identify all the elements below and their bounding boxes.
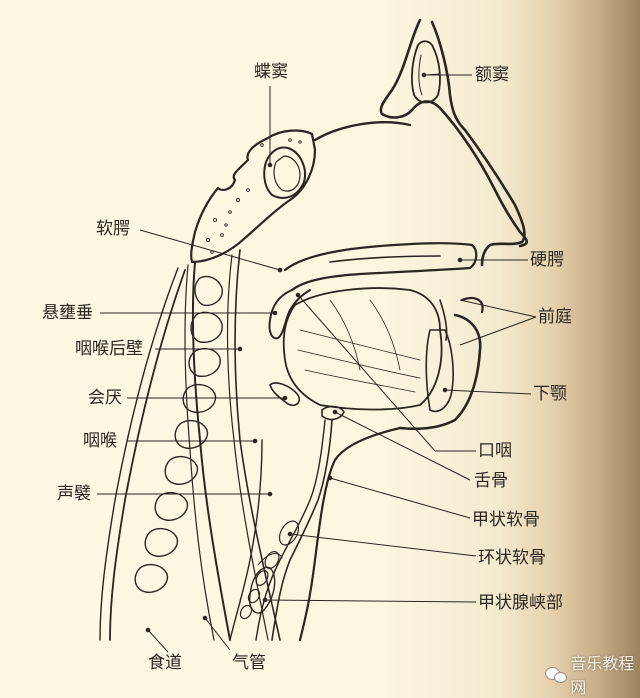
label-thyroid-cartilage: 甲状软骨: [472, 510, 540, 530]
tongue-outline: [282, 287, 443, 411]
thyroid-gland: [248, 566, 276, 614]
label-thyroid-isthmus: 甲状腺峡部: [478, 593, 563, 613]
label-uvula: 悬壅垂: [42, 303, 93, 323]
spine-outline: [109, 269, 186, 641]
hard-palate-outline: [283, 242, 478, 292]
sphenoid-bone: [190, 129, 317, 264]
wechat-icon: [545, 666, 567, 683]
label-frontal-sinus: 额窦: [475, 65, 509, 85]
label-trachea: 气管: [232, 653, 266, 673]
label-sphenoid-sinus: 蝶窦: [254, 62, 288, 82]
pharynx-posterior-wall: [191, 261, 231, 641]
sphenoid-sinus-cavity: [263, 146, 306, 199]
vertebrae: [134, 275, 223, 593]
lower-lip-jaw: [398, 313, 482, 431]
label-vestibule: 前庭: [538, 307, 572, 327]
label-posterior-pharyngeal-wall: 咽喉后壁: [75, 339, 143, 359]
epiglottis-outline: [269, 382, 301, 407]
label-pharynx: 咽喉: [83, 431, 117, 451]
label-cricoid-cartilage: 环状软骨: [478, 548, 546, 568]
upper-incisors: [439, 299, 448, 341]
label-esophagus: 食道: [148, 653, 182, 673]
label-hard-palate: 硬腭: [530, 250, 564, 270]
soft-palate-uvula: [268, 289, 311, 340]
label-hyoid-bone: 舌骨: [474, 471, 508, 491]
neck-front: [298, 426, 402, 642]
larynx-front: [271, 419, 333, 641]
label-mandible: 下颚: [533, 384, 567, 404]
watermark: 音乐教程网: [545, 654, 640, 697]
trachea-back: [229, 439, 263, 641]
nose-outline: [463, 128, 526, 267]
frontal-sinus-cavity: [411, 40, 441, 104]
label-vocal-folds: 声襞: [57, 484, 91, 504]
label-soft-palate: 软腭: [96, 219, 130, 239]
mandible-bone: [425, 329, 454, 412]
label-epiglottis: 会厌: [88, 388, 122, 408]
hyoid: [321, 405, 345, 421]
frontal-bone-outline: [379, 18, 529, 248]
watermark-text: 音乐教程网: [570, 654, 635, 697]
nasal-cavity-roof: [313, 121, 412, 142]
label-oropharynx: 口咽: [478, 441, 512, 461]
